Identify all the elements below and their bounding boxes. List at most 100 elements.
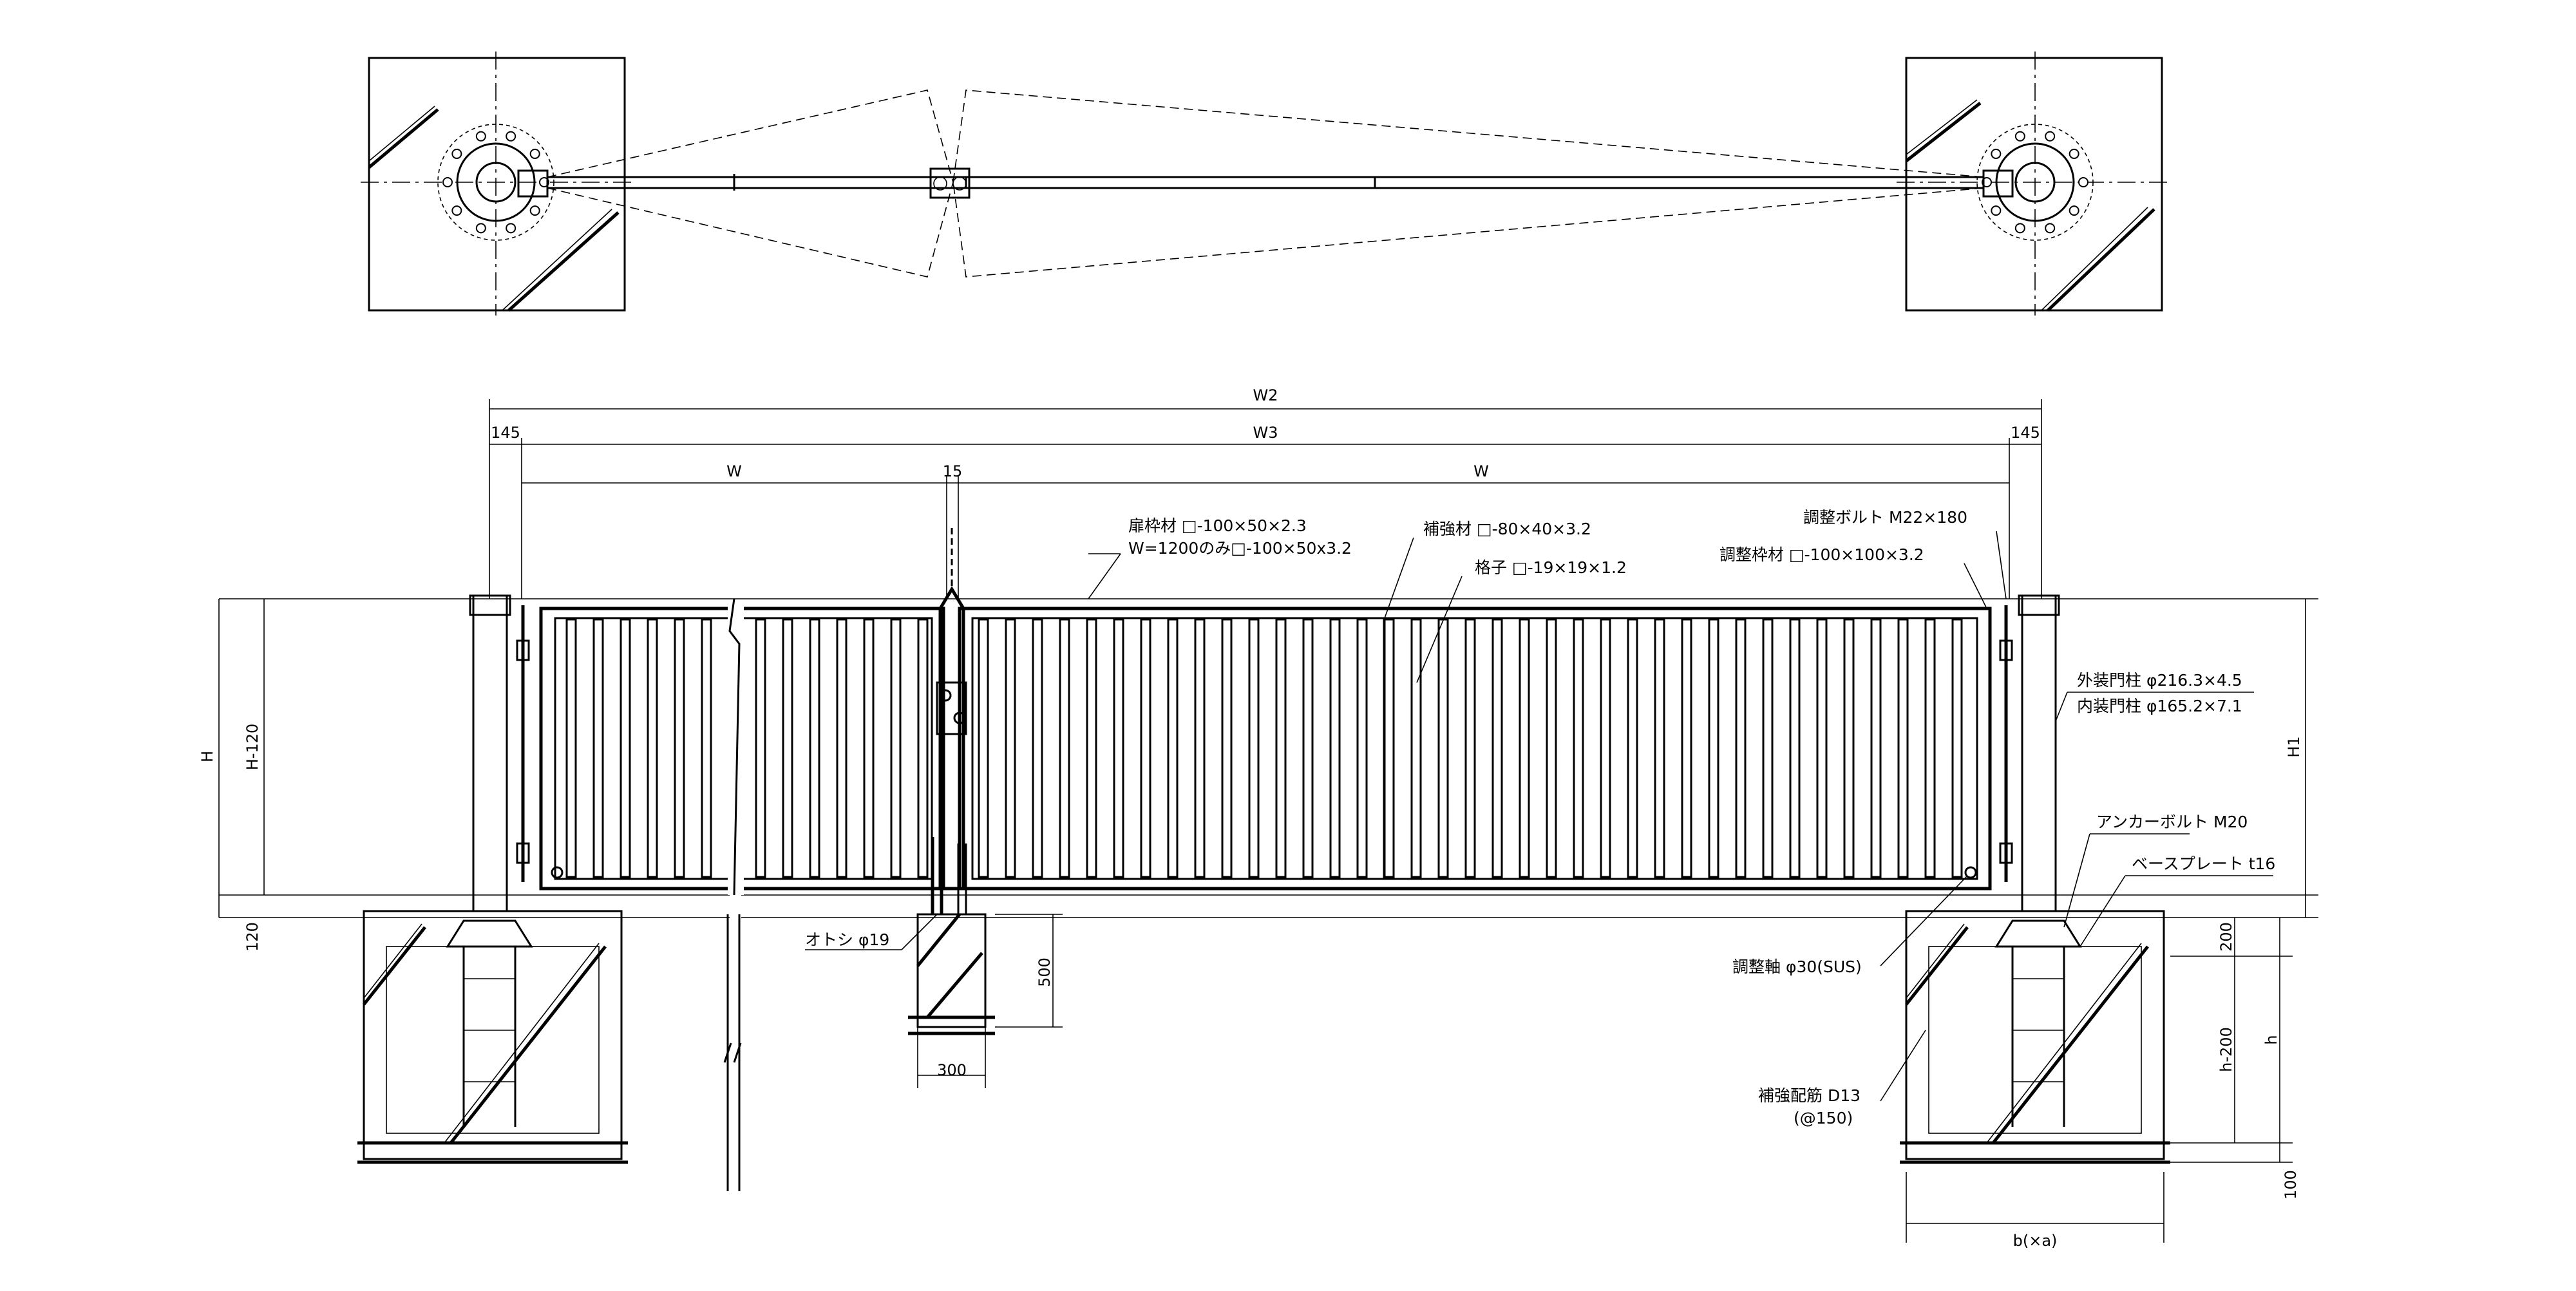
lattice-bar	[1356, 618, 1368, 878]
dim-h: H	[198, 751, 216, 762]
plan-right-post	[1976, 124, 2094, 241]
lattice-bar	[1708, 618, 1719, 878]
lattice-bar	[890, 618, 902, 878]
lattice-bar	[1519, 618, 1530, 878]
lattice-bar	[1681, 618, 1692, 878]
anchor-bolt-hole	[451, 205, 462, 216]
dim-h-minus-120: H-120	[243, 724, 261, 771]
anchor-bolt-hole	[529, 148, 540, 159]
note-base-plate: ベースプレート t16	[2132, 854, 2275, 873]
lattice-bar	[755, 618, 766, 878]
dim-200: 200	[2217, 922, 2235, 952]
lattice-bar	[1870, 618, 1882, 878]
lattice-bar	[1464, 618, 1476, 878]
dim-145-right: 145	[2011, 424, 2040, 442]
note-lattice: 格子 □-19×19×1.2	[1475, 558, 1627, 577]
dim-145-left: 145	[491, 424, 520, 442]
gate-lattice-bars	[565, 618, 1963, 878]
lattice-bar	[1005, 618, 1016, 878]
lattice-bar	[1275, 618, 1287, 878]
lattice-bar	[1248, 618, 1260, 878]
lattice-bar	[917, 618, 929, 878]
lattice-bar	[1410, 618, 1422, 878]
note-reinforce-frame: 補強材 □-80×40×3.2	[1423, 520, 1591, 538]
note-anchor-bolt: アンカーボルト M20	[2096, 813, 2248, 831]
lattice-bar	[1492, 618, 1503, 878]
lattice-bar	[565, 618, 577, 878]
dim-w3: W3	[1253, 424, 1278, 442]
lattice-bar	[1086, 618, 1097, 878]
note-outer-post: 外装門柱 φ216.3×4.5	[2077, 671, 2242, 690]
lattice-bar	[1924, 618, 1936, 878]
dim-h-minus-200: h-200	[2217, 1027, 2235, 1072]
dim-b-a: b(×a)	[2013, 1232, 2058, 1250]
overall-dimensions: W2 W3 W W 15 145 145	[489, 386, 2042, 599]
dim-w-left: W	[726, 462, 742, 480]
lattice-bar	[620, 618, 631, 878]
lattice-bar	[1789, 618, 1801, 878]
lattice-bar	[1059, 618, 1070, 878]
note-door-frame: 扉枠材 □-100×50×2.3	[1128, 516, 1307, 535]
dim-120: 120	[243, 922, 261, 952]
plan-view	[361, 52, 2170, 316]
plan-left-post	[437, 124, 554, 241]
lattice-bar	[1437, 618, 1449, 878]
plan-swing-arcs	[547, 90, 1984, 278]
anchor-bolt-hole	[529, 205, 540, 216]
note-door-frame-sub: W=1200のみ□-100×50x3.2	[1128, 539, 1352, 558]
right-foundation	[1900, 910, 2170, 1164]
lattice-bar	[1600, 618, 1611, 878]
dim-100: 100	[2282, 1170, 2300, 1200]
break-marks	[723, 598, 744, 1191]
dim-500: 500	[1036, 957, 1054, 987]
right-gate-post	[1999, 594, 2060, 912]
lattice-bar	[1573, 618, 1584, 878]
anchor-bolt-hole	[2014, 131, 2025, 142]
note-drop-rod: オトシ φ19	[805, 930, 889, 949]
anchor-bolt-hole	[442, 177, 453, 187]
dim-300: 300	[937, 1061, 967, 1079]
lattice-bar	[1816, 618, 1828, 878]
lattice-bar	[1032, 618, 1043, 878]
lattice-bar	[1843, 618, 1855, 878]
lattice-bar	[1654, 618, 1665, 878]
anchor-bolt-hole	[2069, 205, 2079, 216]
note-adjust-bolt: 調整ボルト M22×180	[1803, 508, 1967, 527]
lattice-bar	[782, 618, 793, 878]
center-latch	[931, 528, 967, 914]
dim-gap-15: 15	[943, 462, 963, 480]
lattice-bar	[836, 618, 848, 878]
anchor-bolt-hole	[475, 131, 486, 142]
lattice-bar	[1951, 618, 1963, 878]
lattice-bar	[1140, 618, 1151, 878]
anchor-bolt-hole	[2045, 223, 2056, 234]
latch-foundation	[908, 913, 1063, 1088]
lattice-bar	[1113, 618, 1124, 878]
lattice-bar	[674, 618, 685, 878]
note-rebar: 補強配筋 D13	[1758, 1086, 1861, 1105]
lattice-bar	[701, 618, 712, 878]
lattice-bar	[1735, 618, 1747, 878]
lattice-bar	[1302, 618, 1314, 878]
anchor-bolt-hole	[2078, 177, 2088, 187]
lattice-bar	[1383, 618, 1395, 878]
anchor-bolt-hole	[506, 131, 516, 142]
left-foundation	[357, 910, 628, 1164]
lattice-bar	[978, 618, 989, 878]
anchor-bolt-hole	[2069, 148, 2079, 159]
plan-gate-leaves	[546, 167, 1985, 199]
left-gate-post	[469, 594, 530, 912]
lattice-bar	[1167, 618, 1179, 878]
foundation-dimensions: 200 h-200 h 100 b(×a) 500 300	[937, 918, 2300, 1250]
lattice-bar	[1194, 618, 1206, 878]
anchor-bolt-hole	[1991, 205, 2002, 216]
lattice-bar	[1221, 618, 1233, 878]
anchor-bolt-hole	[1991, 148, 2002, 159]
plan-left-foundation	[361, 52, 634, 316]
dim-w-right: W	[1473, 462, 1489, 480]
anchor-bolt-hole	[451, 148, 462, 159]
lattice-bar	[592, 618, 604, 878]
dim-w2: W2	[1253, 386, 1278, 404]
lattice-bar	[1762, 618, 1774, 878]
